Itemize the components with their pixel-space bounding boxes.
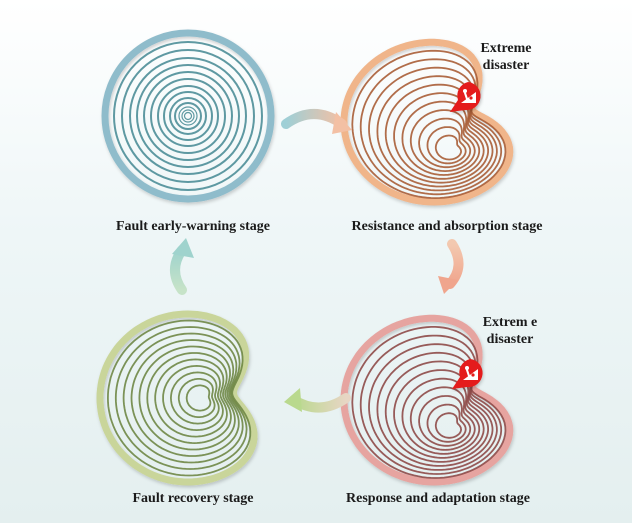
inner-ring [106,319,252,477]
inner-ring [434,412,463,439]
arrow-warning-to-resistance [281,109,352,134]
inner-ring [113,41,263,191]
inner-ring [409,109,476,173]
inner-ring [174,102,202,130]
inner-ring [122,332,244,464]
stage-label-recovery: Fault recovery stage [132,491,254,506]
inner-ring [136,64,240,168]
inner-ring [150,78,226,154]
disaster-marker-bottom [452,359,483,389]
early-warning-rings [101,29,275,203]
inner-ring [185,384,212,412]
inner-ring [157,85,219,147]
inner-ring [129,57,247,175]
callout-line2: disaster [486,332,534,347]
inner-ring [426,403,467,443]
inner-ring [162,364,224,432]
inner-ring [146,352,232,445]
disaster-marker-top [450,82,481,112]
arrow-response-to-recovery [284,388,351,413]
inner-ring [178,106,198,126]
inner-ring [181,109,195,123]
arrow-recovery-to-warning [170,238,194,295]
inner-ring [351,49,507,200]
outer-ring [96,310,258,486]
inner-ring [177,378,216,418]
inner-ring [359,334,503,475]
callout-line1: Extreme [480,41,532,56]
inner-ring [169,371,220,425]
callout-line1: Extrem e [482,315,538,330]
outer-ring [101,29,275,203]
inner-ring [434,134,463,161]
inner-ring [418,117,472,169]
inner-ring [368,343,498,471]
inner-ring [121,49,255,183]
inner-ring [169,97,207,135]
stage-label-resistance: Resistance and absorption stage [351,219,543,234]
landslide-warning-icon [463,366,478,380]
inner-ring [130,339,240,457]
stage-label-response: Response and adaptation stage [346,491,530,506]
inner-ring [163,91,213,141]
inner-ring [114,326,248,470]
inner-ring [368,66,498,192]
disaster-callout-top: Extreme disaster [461,40,551,74]
landslide-warning-icon [461,89,476,103]
inner-ring [359,58,503,196]
stage-label-early-warning: Fault early-warning stage [116,219,270,234]
inner-ring [418,395,472,447]
inner-ring [351,326,507,479]
disaster-callout-bottom: Extrem e disaster [465,314,555,348]
inner-ring [154,358,228,438]
recovery-rings [96,310,258,486]
inner-ring [143,71,233,161]
inner-ring [183,111,193,121]
inner-ring [409,386,476,451]
inner-ring [138,345,236,451]
arrow-resistance-to-response [438,239,464,294]
callout-line2: disaster [482,58,530,73]
inner-ring [426,126,467,165]
